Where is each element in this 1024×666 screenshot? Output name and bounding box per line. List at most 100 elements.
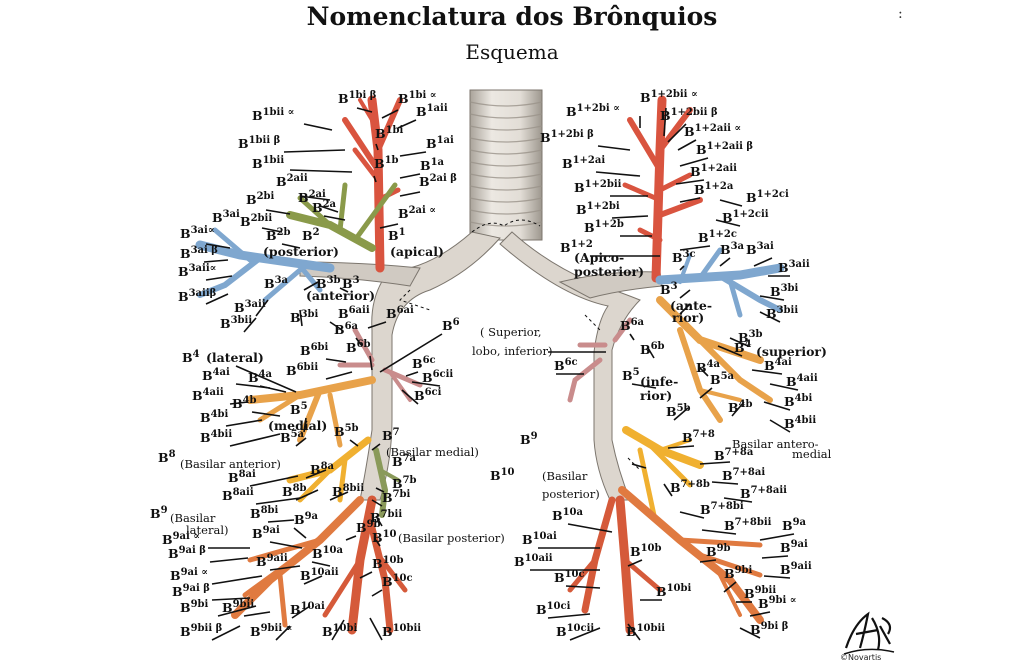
label-l_rior: rior) bbox=[672, 310, 704, 325]
leader-line bbox=[647, 347, 655, 359]
label-base: B bbox=[780, 540, 791, 555]
right-middle-lobe-branches bbox=[246, 376, 376, 448]
label-superscript: 4bii bbox=[795, 415, 817, 426]
label-base: B bbox=[382, 574, 393, 589]
label-r9aib: B9ai β bbox=[168, 545, 206, 561]
right-superior-segment-branches bbox=[337, 327, 423, 402]
label-base: B bbox=[426, 136, 437, 151]
label-superscript: 8bi bbox=[261, 505, 279, 516]
label-r4b: B4b bbox=[232, 395, 257, 411]
label-base: B bbox=[620, 318, 631, 333]
label-superscript: 1+2cii bbox=[733, 209, 769, 220]
leader-line bbox=[597, 145, 631, 151]
label-r3ai: B3ai bbox=[212, 209, 240, 225]
label-base: B bbox=[574, 180, 585, 195]
label-r8bi: B8bi bbox=[250, 505, 279, 521]
label-superscript: 9ai β bbox=[183, 583, 211, 594]
label-l78b: B7+8b bbox=[670, 479, 710, 495]
leader-line bbox=[211, 575, 263, 585]
label-l12b: B1+2b bbox=[584, 219, 624, 235]
label-base: B bbox=[728, 400, 739, 415]
label-base: B bbox=[290, 602, 301, 617]
label-base: B bbox=[312, 546, 323, 561]
label-superscript: 3bi bbox=[301, 309, 319, 320]
label-base: B bbox=[316, 276, 327, 291]
label-base: B bbox=[182, 350, 193, 365]
label-base: B bbox=[690, 164, 701, 179]
label-base: B bbox=[398, 206, 409, 221]
label-superscript: 1+2a bbox=[705, 181, 734, 192]
copyright-credit: ©Novartis bbox=[840, 653, 882, 662]
label-base: B bbox=[694, 182, 705, 197]
label-base: B bbox=[150, 506, 161, 521]
label-l10note: (Basilar bbox=[542, 469, 588, 483]
label-l3b: B3b bbox=[738, 329, 763, 345]
leader-line bbox=[723, 497, 753, 503]
label-base: B bbox=[758, 596, 769, 611]
label-base: B bbox=[420, 158, 431, 173]
label-l10: B10 bbox=[490, 467, 515, 483]
leader-line bbox=[731, 401, 745, 417]
label-r4bii: B4bii bbox=[200, 429, 232, 445]
label-base: B bbox=[422, 370, 433, 385]
leader-line bbox=[759, 533, 795, 541]
leader-line bbox=[663, 483, 673, 497]
label-r8bii: B8bii bbox=[332, 483, 364, 499]
label-superscript: 6bii bbox=[297, 362, 319, 373]
label-superscript: 5a bbox=[291, 429, 305, 440]
label-superscript: 9bii β bbox=[191, 623, 223, 634]
label-superscript: 1bii β bbox=[249, 135, 281, 146]
leader-line bbox=[269, 541, 303, 549]
label-base: B bbox=[252, 108, 263, 123]
leader-line bbox=[339, 287, 349, 293]
label-superscript: 1bi bbox=[386, 125, 404, 136]
label-base: B bbox=[696, 142, 707, 157]
label-superscript: 9 bbox=[531, 431, 538, 442]
label-r2ai: B2ai bbox=[298, 189, 326, 205]
label-superscript: 7+8bi bbox=[711, 501, 744, 512]
label-base: B bbox=[252, 156, 263, 171]
label-r6a: B6a bbox=[334, 321, 359, 337]
leader-line bbox=[265, 209, 291, 215]
label-l9top: B9 bbox=[520, 431, 538, 447]
label-superscript: 2bi bbox=[257, 191, 275, 202]
label-r_posterior: (posterior) bbox=[263, 244, 339, 259]
label-r10bi: B10bi bbox=[322, 623, 357, 639]
left-basal-lateral-branches bbox=[618, 486, 764, 624]
label-base: B bbox=[416, 104, 427, 119]
label-r2aib: B2ai β bbox=[419, 173, 457, 189]
leader-line bbox=[255, 497, 301, 505]
label-l78a: B7+8a bbox=[714, 447, 754, 463]
label-base: B bbox=[720, 242, 731, 257]
leader-line bbox=[255, 299, 269, 317]
label-superscript: 3aiiβ bbox=[189, 288, 217, 299]
label-superscript: 9b bbox=[717, 543, 731, 554]
label-base: B bbox=[250, 506, 261, 521]
label-r10bii: B10bii bbox=[382, 623, 421, 639]
label-superscript: 3a bbox=[731, 241, 745, 252]
label-superscript: 10 bbox=[501, 467, 515, 478]
leader-line bbox=[373, 175, 377, 183]
leader-line bbox=[631, 463, 647, 469]
label-base: B bbox=[382, 490, 393, 505]
left-basal-anteromedial-branches bbox=[622, 426, 704, 523]
label-r6cii: B6cii bbox=[422, 369, 453, 385]
label-superscript: 4aii bbox=[203, 387, 224, 398]
label-superscript: 1bi β bbox=[349, 90, 377, 101]
label-l3a: B3a bbox=[720, 241, 745, 257]
label-base: B bbox=[200, 410, 211, 425]
label-superscript: 9bii bbox=[233, 599, 255, 610]
label-superscript: 3aii∝ bbox=[189, 263, 217, 274]
label-l78note2: medial bbox=[792, 447, 832, 461]
label-base: B bbox=[722, 210, 733, 225]
label-r7bii: B7bii bbox=[370, 509, 402, 525]
leader-line bbox=[367, 321, 387, 329]
leader-line bbox=[235, 365, 297, 393]
label-superscript: 8bii bbox=[343, 483, 365, 494]
label-r1bii: B1bii bbox=[252, 155, 284, 171]
label-r1bii_a: B1bii ∝ bbox=[252, 107, 294, 123]
label-l12a: B1+2a bbox=[694, 181, 734, 197]
label-base: B bbox=[382, 624, 393, 639]
right-basal-medial-branches bbox=[373, 447, 400, 518]
label-superscript: 10aii bbox=[525, 553, 553, 564]
